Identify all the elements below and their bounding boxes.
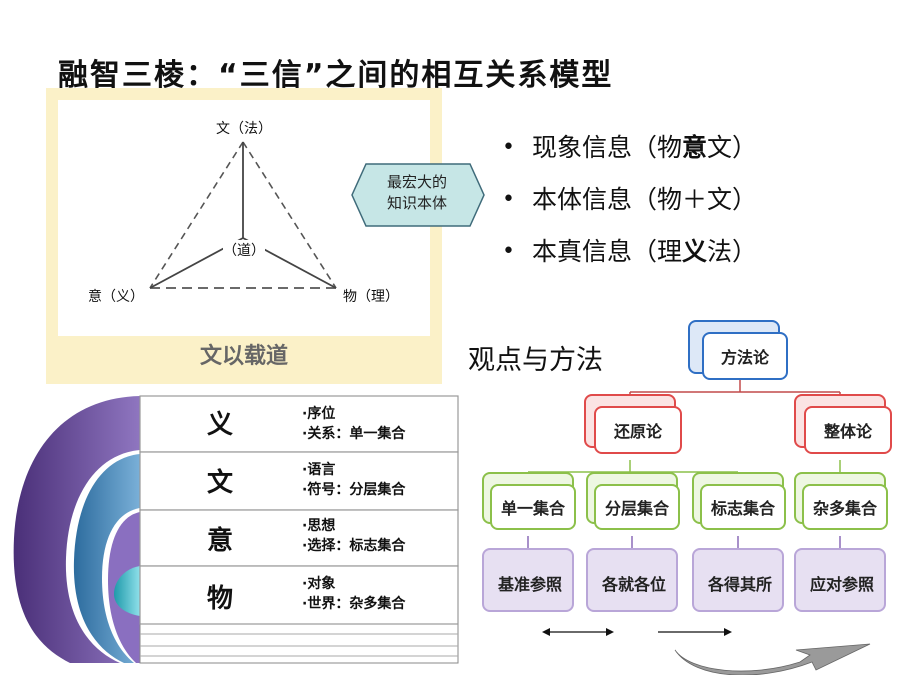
layer-arc-core (114, 566, 140, 616)
layer-row (139, 565, 459, 625)
layer-row (139, 395, 459, 453)
triangle-edge-right (242, 141, 337, 289)
layer-diagram (13, 395, 459, 664)
tree-node-level2: 单一集合 (482, 472, 576, 530)
tree-node-level3: 各就各位 (586, 548, 678, 612)
triangle-edge-left (149, 141, 244, 289)
bullet-item: 现象信息（物意文） (496, 122, 757, 174)
bullet-item: 本体信息（物＋文） (496, 174, 757, 226)
tree-node-level3: 各得其所 (692, 548, 784, 612)
view-method-title: 观点与方法 (468, 345, 603, 376)
layer-char-wu: 物 (206, 584, 233, 614)
callout-line-1: 最宏大的 (386, 173, 447, 191)
callout-hexagon (351, 163, 485, 227)
tree-node-level3: 应对参照 (794, 548, 886, 612)
triangle-left-label: 意（义） (88, 289, 144, 305)
bullet-item: 本真信息（理义法） (496, 226, 757, 278)
layer-notes: ·思想 ·选择：标志集合 (302, 518, 406, 554)
layer-notes: ·对象 ·世界：杂多集合 (302, 576, 406, 612)
info-bullet-list: 现象信息（物意文） 本体信息（物＋文） 本真信息（理义法） (496, 122, 757, 278)
triangle-caption: 文以载道 (199, 344, 288, 369)
callout-line-2: 知识本体 (386, 194, 447, 212)
tree-node-level2: 杂多集合 (794, 472, 888, 530)
layer-char-yi: 义 (206, 410, 233, 440)
tree-node-level2: 标志集合 (692, 472, 786, 530)
slide-title: 融智三棱：“三信”之间的相互关系模型 (58, 58, 614, 93)
layer-notes: ·序位 ·关系：单一集合 (302, 406, 406, 442)
tree-node-level2: 分层集合 (586, 472, 680, 530)
layer-notes: ·语言 ·符号：分层集合 (302, 462, 406, 498)
layer-row (139, 509, 459, 567)
triangle-top-label: 文（法） (216, 121, 272, 137)
tree-node-reductionism: 还原论 (584, 394, 682, 454)
triangle-right-label: 物（理） (343, 289, 399, 305)
layer-char-yi-mind: 意 (206, 526, 233, 556)
tree-node-holism: 整体论 (794, 394, 892, 454)
tree-node-level3: 基准参照 (482, 548, 574, 612)
layer-char-wen: 文 (206, 468, 233, 498)
callout-text: 最宏大的 知识本体 (365, 172, 469, 214)
triangle-center-label: （道） (223, 240, 265, 260)
layer-row (139, 451, 459, 511)
tree-root-node: 方法论 (688, 320, 788, 380)
cycle-arrow (674, 643, 871, 675)
